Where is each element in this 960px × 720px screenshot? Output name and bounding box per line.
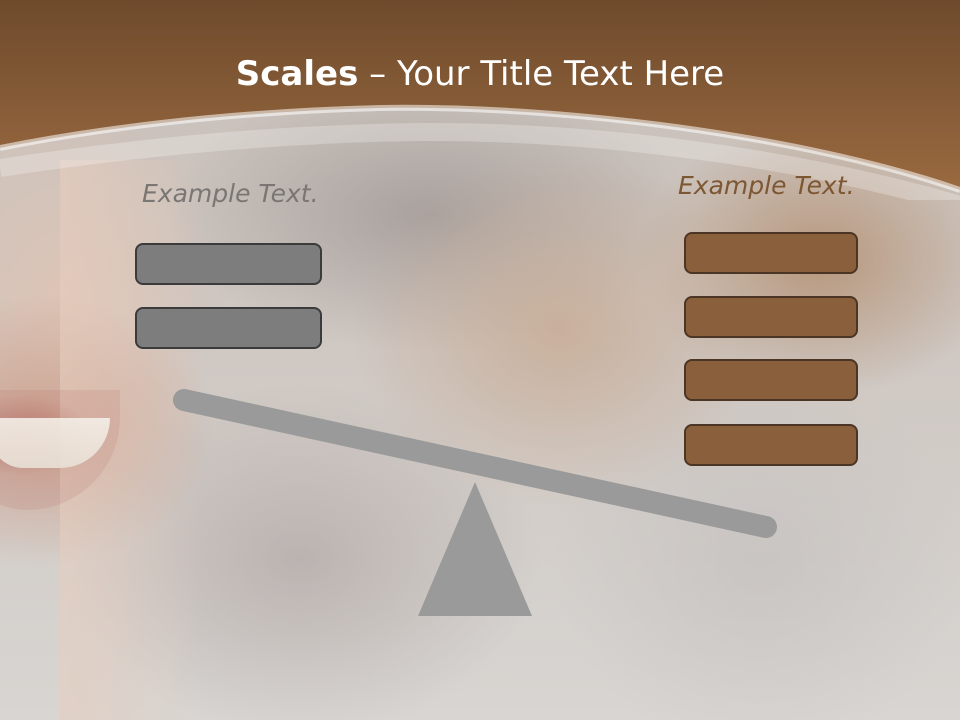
right-weight-box-3 — [684, 359, 858, 401]
right-weight-box-2 — [684, 296, 858, 338]
title-rest: – Your Title Text Here — [358, 54, 725, 94]
right-weight-box-1 — [684, 232, 858, 274]
title-bold: Scales — [235, 54, 359, 94]
slide-title: Scales – Your Title Text Here — [0, 52, 960, 96]
right-label: Example Text. — [678, 171, 855, 200]
scale-beam — [173, 389, 777, 538]
left-weight-box-2 — [135, 307, 322, 349]
left-weight-box-1 — [135, 243, 322, 285]
right-weight-box-4 — [684, 424, 858, 466]
scale-fulcrum — [418, 482, 532, 616]
left-label: Example Text. — [142, 179, 319, 208]
title-band — [0, 0, 960, 200]
